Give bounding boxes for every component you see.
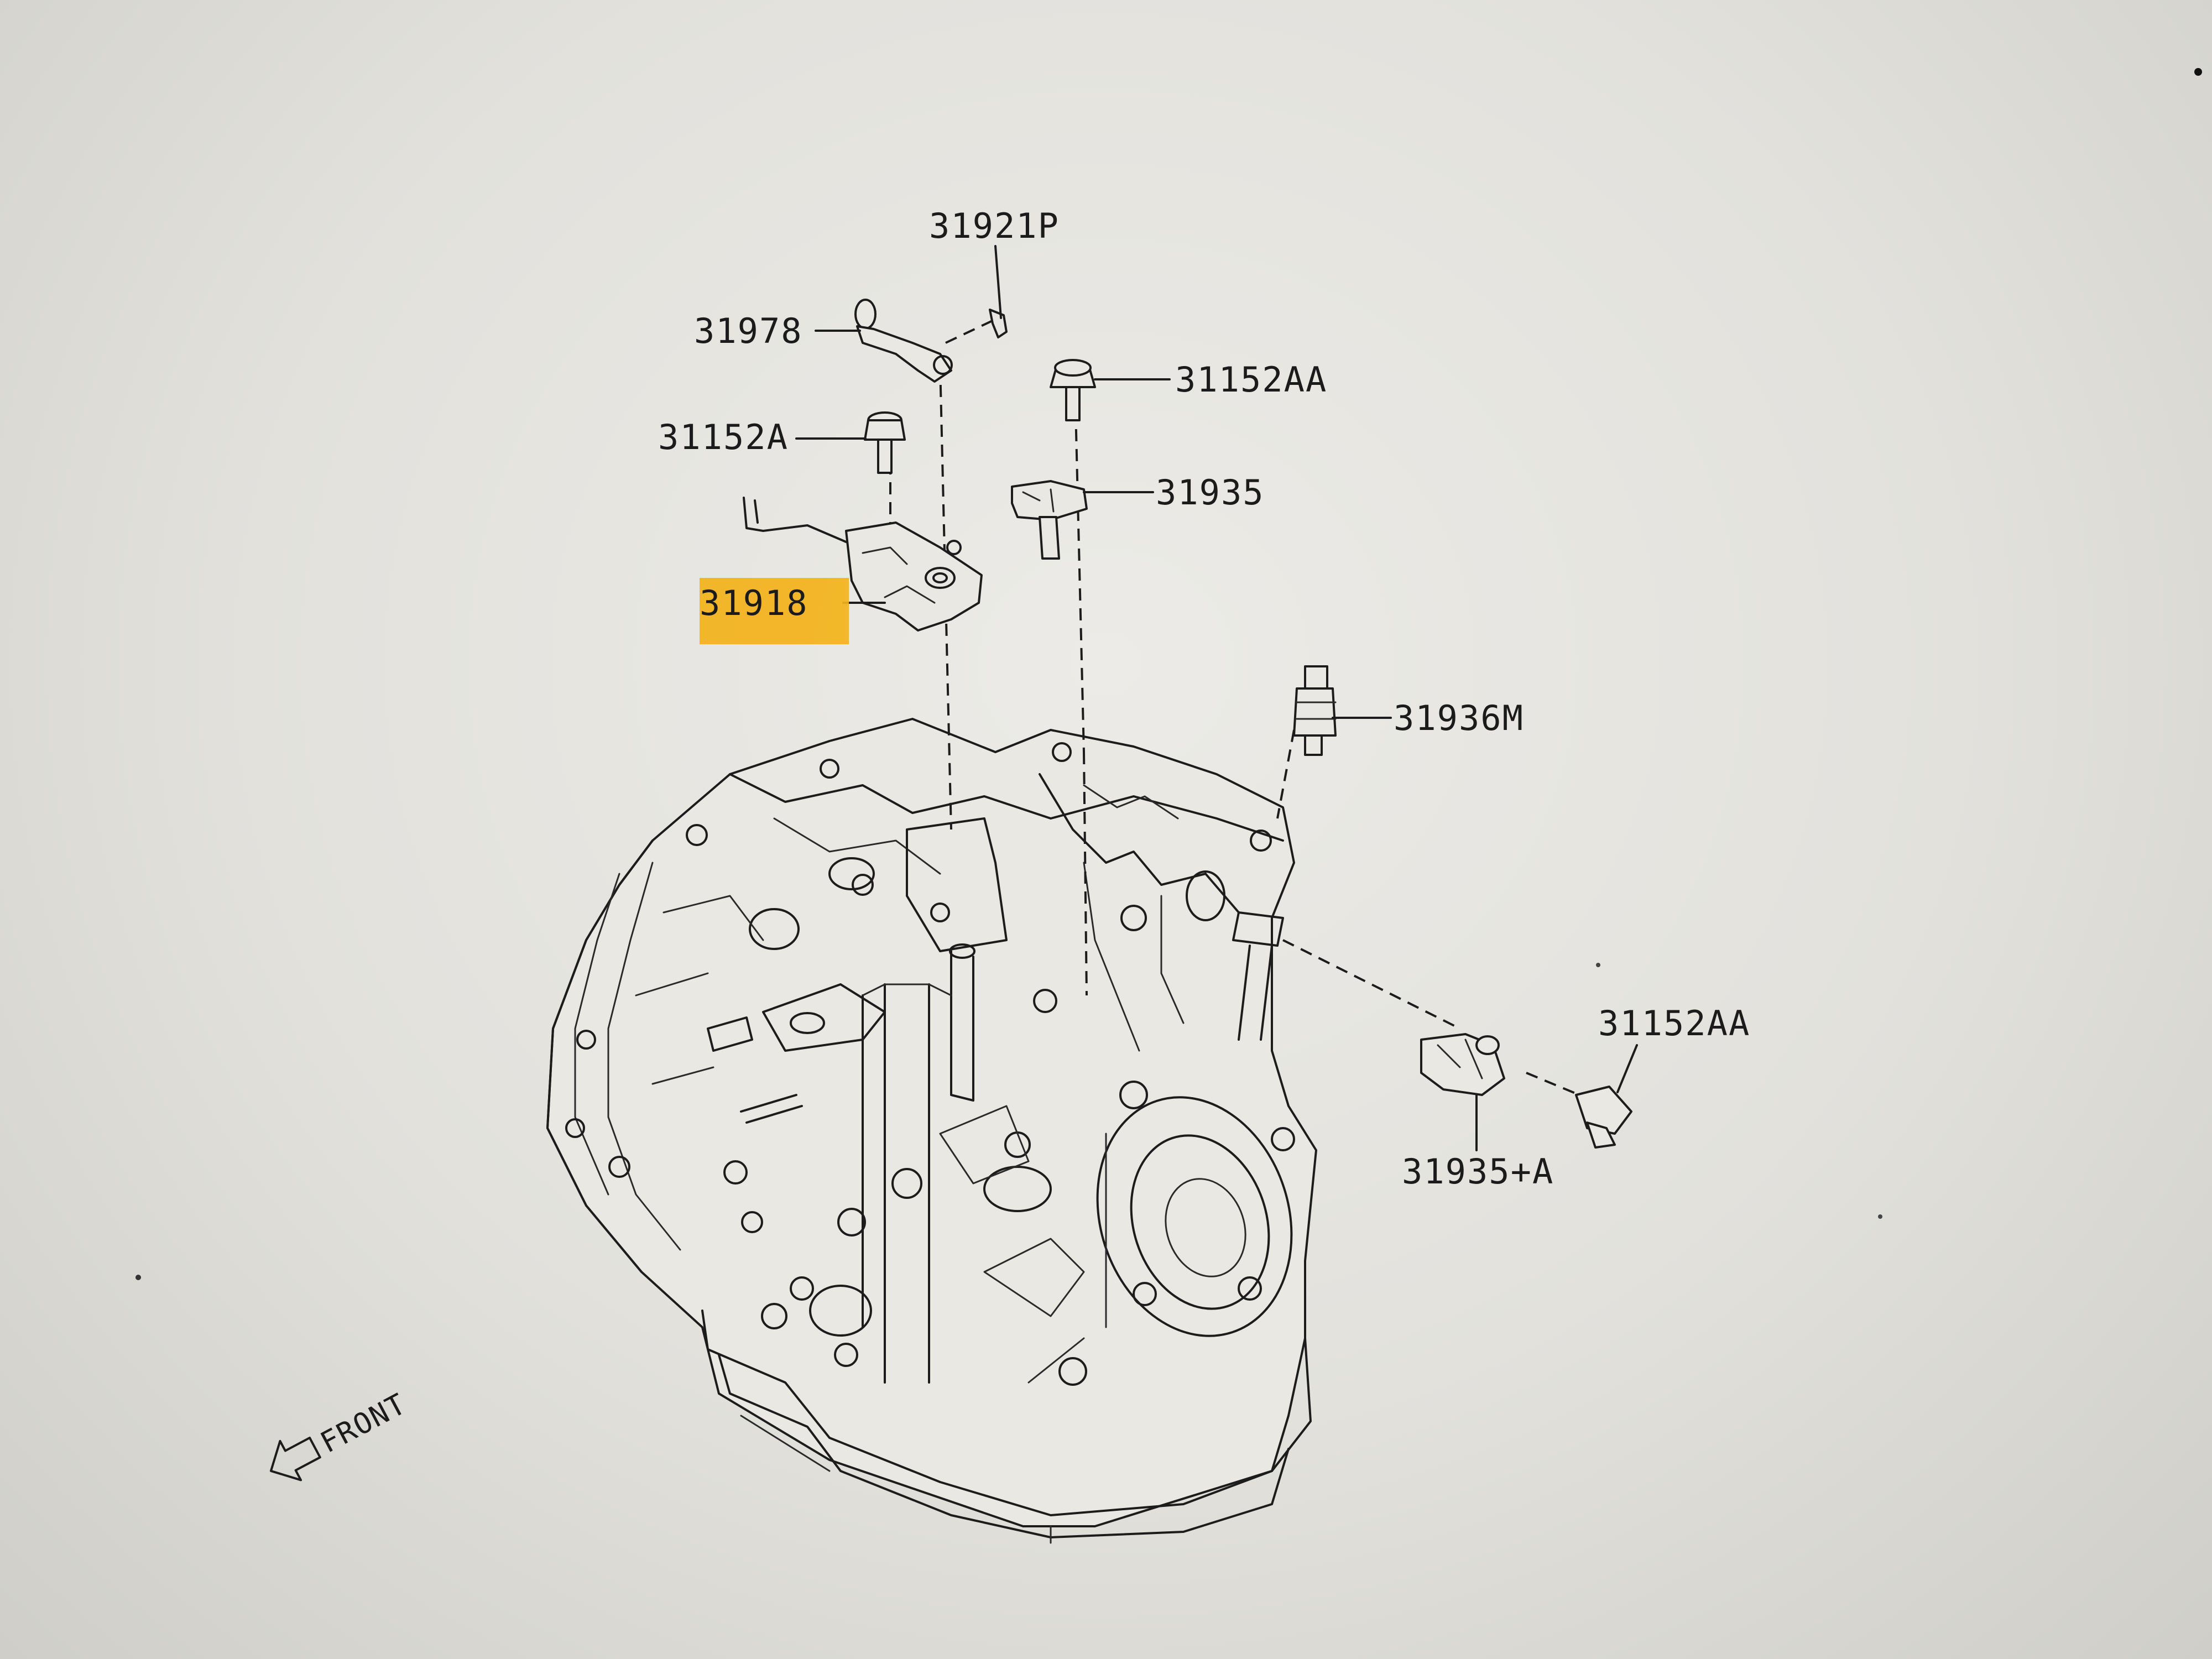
assembly-guide-lines — [889, 317, 1593, 1102]
part-31935-sensor — [1011, 480, 1088, 560]
label-31152aa-lower[interactable]: 31152AA — [1598, 1003, 1750, 1044]
label-31935[interactable]: 31935 — [1156, 472, 1265, 513]
front-label: FRONT — [315, 1387, 412, 1460]
label-31978[interactable]: 31978 — [694, 311, 803, 351]
speck — [135, 1275, 141, 1280]
label-31936m[interactable]: 31936M — [1394, 698, 1524, 738]
part-31921p-clip — [989, 309, 1008, 338]
highlight-box-31918 — [700, 578, 849, 644]
label-31152aa-top[interactable]: 31152AA — [1175, 359, 1327, 400]
part-31152aa-bolt-top — [1050, 359, 1096, 421]
label-leader-lines — [795, 245, 1638, 1151]
part-31152a-bolt — [864, 411, 906, 474]
label-31918[interactable]: 31918 — [700, 583, 808, 623]
part-31978-lever — [854, 299, 953, 383]
transmission-assembly — [546, 718, 1317, 1544]
part-31936m-sensor — [1293, 665, 1337, 756]
part-31935a-sensor — [1420, 1033, 1505, 1096]
label-31152a[interactable]: 31152A — [658, 417, 789, 457]
label-31921p[interactable]: 31921P — [929, 206, 1060, 246]
part-labels: 31921P 31978 31152AA 31152A 31935 31918 … — [658, 206, 1750, 1192]
speck — [1878, 1214, 1882, 1219]
speck — [2194, 68, 2202, 76]
part-31152aa-bolt-lower — [1575, 1086, 1632, 1149]
front-arrow-icon — [269, 1437, 321, 1481]
front-direction-indicator: FRONT — [269, 1387, 412, 1481]
label-31935a[interactable]: 31935+A — [1402, 1151, 1554, 1192]
speck — [1596, 963, 1600, 967]
